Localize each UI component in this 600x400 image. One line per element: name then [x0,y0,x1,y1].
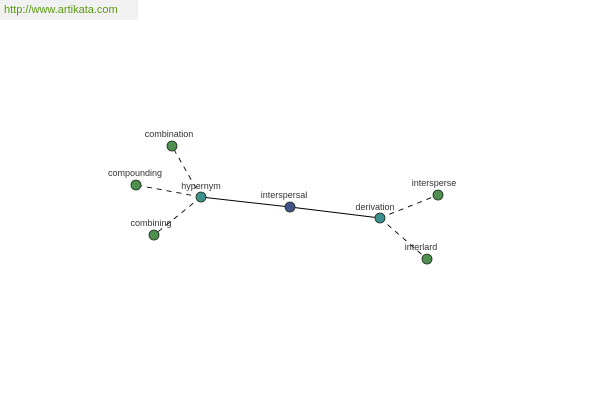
edge-interspersal-derivation [289,206,381,219]
node-dot-hypernym[interactable] [195,191,207,203]
node-label-intersperse[interactable]: intersperse [412,178,457,188]
node-combination[interactable]: combination [145,129,194,152]
source-url-bar: http://www.artikata.com [0,0,138,20]
node-dot-derivation[interactable] [374,212,386,224]
node-label-derivation[interactable]: derivation [355,202,394,212]
source-url-link[interactable]: http://www.artikata.com [4,4,118,16]
node-dot-intersperse[interactable] [432,189,444,201]
node-compounding[interactable]: compounding [108,168,162,191]
node-label-compounding[interactable]: compounding [108,168,162,178]
node-label-hypernym[interactable]: hypernym [181,181,221,191]
node-derivation[interactable]: derivation [355,202,395,224]
node-combining[interactable]: combining [130,218,172,241]
node-hypernym[interactable]: hypernym [181,181,221,203]
node-interlard[interactable]: interlard [405,242,438,265]
edge-hypernym-compounding [135,184,202,198]
node-dot-combination[interactable] [166,140,178,152]
graph-edges [135,145,439,260]
graph-nodes: interspersal hypernym derivation combinatio… [108,129,457,265]
edge-hypernym-combining [153,196,202,236]
node-dot-compounding[interactable] [130,179,142,191]
edge-hypernym-interspersal [200,196,291,208]
node-label-combining[interactable]: combining [130,218,171,228]
node-label-interlard[interactable]: interlard [405,242,438,252]
edge-derivation-interlard [379,217,428,260]
node-dot-interspersal[interactable] [284,201,296,213]
node-intersperse[interactable]: intersperse [412,178,457,201]
node-dot-interlard[interactable] [421,253,433,265]
edge-derivation-intersperse [379,194,439,219]
node-interspersal[interactable]: interspersal [261,190,308,213]
node-label-combination[interactable]: combination [145,129,194,139]
node-label-interspersal[interactable]: interspersal [261,190,308,200]
node-dot-combining[interactable] [148,229,160,241]
